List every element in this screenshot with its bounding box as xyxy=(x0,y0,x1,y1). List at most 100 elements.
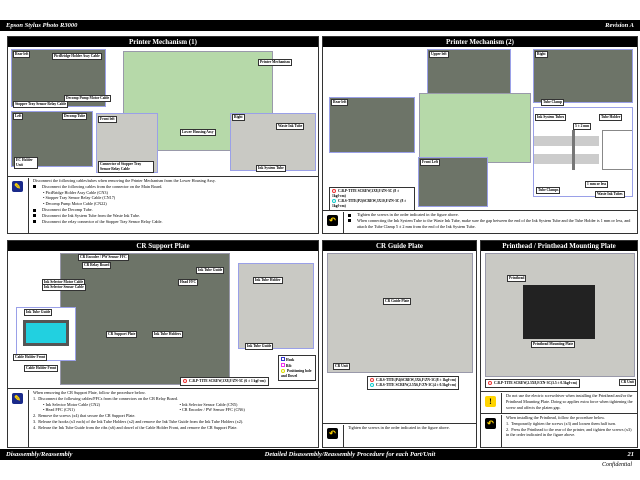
photo-cr-support-plate xyxy=(60,253,230,385)
reassembly-icon: ↶ xyxy=(485,418,496,429)
label: Printhead Mounting Plate xyxy=(531,341,576,348)
page-footer: Disassembly/Reassembly Detailed Disassem… xyxy=(0,449,640,460)
panel-title: Printhead / Printhead Mounting Plate xyxy=(481,241,637,251)
label: CR Support Plate xyxy=(106,331,138,338)
note-box: ✎ When removing the CR Support Plate, fo… xyxy=(8,388,318,447)
label: 5 ± 2 mm xyxy=(573,123,592,130)
label: Rear left xyxy=(13,51,31,58)
note-text: Tighten the screws in the order indicate… xyxy=(348,425,450,430)
cable-list: • Ink Selector Motor Cable (CN2)• Ink Se… xyxy=(43,401,245,413)
label: 1 mm or less xyxy=(585,181,609,188)
screw-legend: C.B.S-TITE(P4)SCREW,3X6,F/ZN-3C(8 ± 1kgf… xyxy=(367,376,460,390)
page-number: 21 xyxy=(627,451,635,458)
label: Front Left xyxy=(420,159,441,166)
panel-title: CR Support Plate xyxy=(8,241,318,251)
photo-cr-guide-plate xyxy=(327,253,473,373)
label: Rear left xyxy=(331,99,349,106)
photo-left xyxy=(11,111,93,167)
note-subitem: • PictBridge Holder Assy Cable (CN3) xyxy=(43,189,108,195)
note-text: When installing the Printhead, follow th… xyxy=(506,415,605,420)
note-subitem: • Decomp Pump Motor Cable (CN22) xyxy=(43,201,107,207)
label: PictBridge Holder Assy Cable xyxy=(52,53,102,60)
note-step: 3. Release the hooks (x3 each) of the In… xyxy=(33,418,244,424)
label: CR Guide Plate xyxy=(383,298,412,305)
label: Cable Holder Front xyxy=(13,354,48,361)
photo-printer xyxy=(419,93,531,163)
note-step: 4. Release the Ink Tube Guide from the r… xyxy=(33,424,238,430)
photo-right xyxy=(533,49,633,103)
panel-printhead: Printhead / Printhead Mounting Plate Pri… xyxy=(480,240,638,448)
label: Ink Tube Guide xyxy=(245,343,274,350)
label: Front left xyxy=(98,116,117,123)
note-step: 1. Disconnect the following cables/FFCs … xyxy=(33,395,179,401)
note-item: Disconnect the Ink System Tube from the … xyxy=(33,213,316,219)
footer-section: Disassembly/Reassembly xyxy=(6,451,73,458)
label: Waste Ink Tubes xyxy=(595,191,625,198)
note-text: Disconnect the following cables/tubes wh… xyxy=(33,178,216,183)
label: Ink System Tubes xyxy=(535,114,567,121)
label: Head FFC xyxy=(178,279,199,286)
pen-note-icon: ✎ xyxy=(12,393,23,404)
label: Cable Holder Front xyxy=(24,365,59,372)
label: Tube Clamp xyxy=(541,99,564,106)
note-item: Tighten the screws in the order indicate… xyxy=(348,212,635,218)
legend: Hook Rib Positioning hole and Dowel xyxy=(278,355,316,381)
label: Upper left xyxy=(429,51,449,58)
caution-text: Do not use the electric screwdriver when… xyxy=(506,393,633,410)
screw-legend: C.B.P-TITE SCREW,3X8,F/ZN-3C (6 ± 1 kgf·… xyxy=(180,377,269,386)
reassembly-icon: ↶ xyxy=(327,215,338,226)
tube-diagram xyxy=(533,107,633,197)
panel-title: CR Guide Plate xyxy=(323,241,476,251)
printhead-nozzles xyxy=(523,285,595,339)
footer-chapter: Detailed Disassembly/Reassembly Procedur… xyxy=(264,451,436,458)
label: EC Holder Unit xyxy=(14,157,38,169)
note-step: 2. Press the Printhead to the rear of th… xyxy=(506,426,632,438)
photo-rear-left xyxy=(329,97,415,153)
note-subitem: • Stopper Tray Sensor Relay Cable (CN17) xyxy=(43,195,116,201)
caution-box: ! Do not use the electric screwdriver wh… xyxy=(481,391,637,413)
label: CR Relay Board xyxy=(82,262,112,269)
confidential-label: Confidential xyxy=(602,462,632,468)
note-box: ✎ Disconnect the following cables/tubes … xyxy=(8,176,318,233)
note-step: 2. Remove the screws (x4) that secure th… xyxy=(33,413,136,419)
note-item: Disconnect the relay connector of the St… xyxy=(33,219,316,225)
note-box: ↶ When installing the Printhead, follow … xyxy=(481,413,637,447)
label: Lower Housing Assy xyxy=(180,129,216,136)
photo-ink-tube-holder xyxy=(238,263,314,349)
note-item: Disconnect the Decomp Tube. xyxy=(33,207,316,213)
header-revision: Revision A xyxy=(605,22,634,29)
note-step: 1. Temporarily tighten the screws (x3) a… xyxy=(506,420,617,426)
label: Printhead xyxy=(507,275,527,282)
label: Left xyxy=(13,113,24,120)
label: Ink Tube Holders xyxy=(152,331,183,338)
reassembly-icon: ↶ xyxy=(327,428,338,439)
screw-legend: C.B.P-TITE SCREW,2.5X8,F/ZN-3C(3.5 ± 0.5… xyxy=(485,379,580,388)
screw-legend: C.B.P-TITE SCREW,3X8,F/ZN-3C (8 ± 1kgf·c… xyxy=(329,187,415,211)
panel-cr-guide-plate: CR Guide Plate CR Guide Plate CR Unit C.… xyxy=(322,240,477,448)
panel-printer-mechanism-2: Printer Mechanism (2) Upper left Right R… xyxy=(322,36,638,234)
label: Waste Ink Tube xyxy=(276,123,305,130)
label: CR Encoder / PW Sensor FFC xyxy=(78,254,129,261)
label: Ink Tube Guide xyxy=(24,309,53,316)
cable-holder-diagram xyxy=(16,307,76,361)
label: Decomp Pump Motor Cable xyxy=(64,95,112,102)
label: Tube Clamps xyxy=(536,187,561,194)
label: Ink Selector Sensor Cable xyxy=(42,284,86,291)
panel-title: Printer Mechanism (1) xyxy=(8,37,318,47)
label: CR Unit xyxy=(333,363,350,370)
label: Right xyxy=(535,51,548,58)
label: Printer Mechanism xyxy=(258,59,292,66)
panel-printer-mechanism-1: Printer Mechanism (1) Rear left PictBrid… xyxy=(7,36,319,234)
page-header: Epson Stylus Photo R3000 Revision A xyxy=(0,20,640,31)
panel-cr-support-plate: CR Support Plate CR Encoder / PW Sensor … xyxy=(7,240,319,448)
label: Decomp Tube xyxy=(62,113,88,120)
warning-icon: ! xyxy=(485,396,496,407)
label: Ink System Tube xyxy=(256,165,286,172)
header-product: Epson Stylus Photo R3000 xyxy=(6,22,78,29)
label: Stopper Tray Sensor Relay Cable xyxy=(13,101,69,108)
label: CR Unit xyxy=(619,379,636,386)
label: Right xyxy=(232,114,245,121)
label: Tube Holder xyxy=(599,114,623,121)
note-item: When connecting the Ink System Tube to t… xyxy=(348,218,635,230)
photo-right xyxy=(230,113,316,171)
